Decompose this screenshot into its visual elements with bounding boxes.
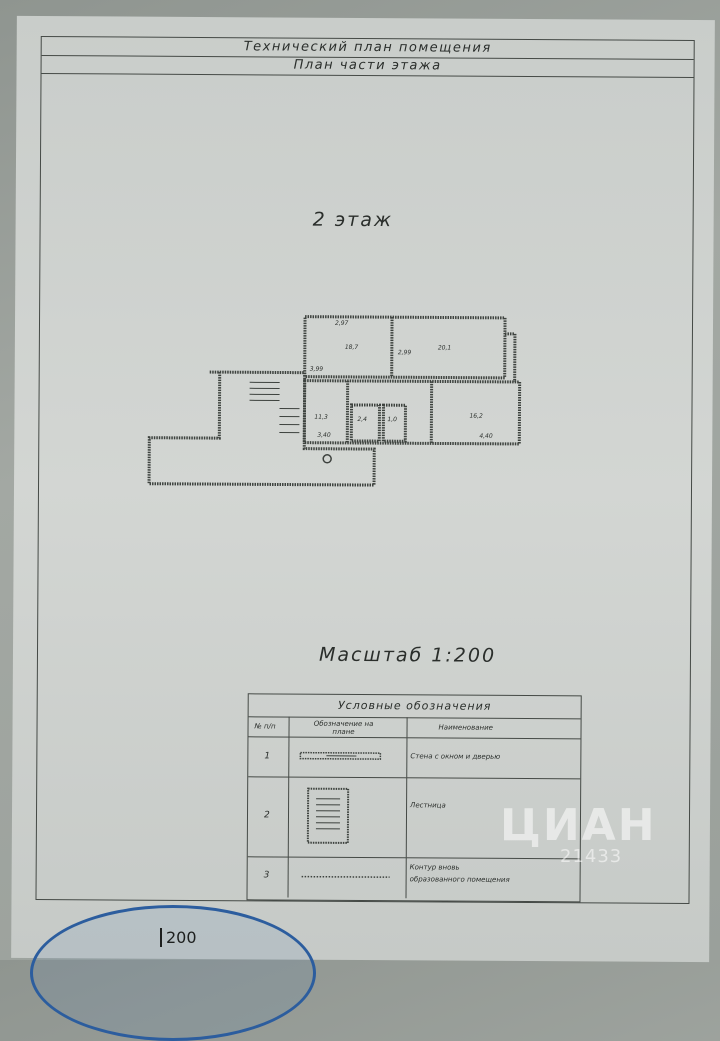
dimension: 3,99	[310, 366, 324, 373]
dimension: 3,40	[317, 432, 331, 439]
room-label: 2,4	[357, 416, 367, 423]
row-name: образованного помещения	[410, 875, 510, 884]
wall-symbol	[296, 747, 396, 768]
legend-title: Условные обозначения	[249, 694, 581, 718]
row-name: Контур вновь	[410, 863, 460, 871]
room-label: 1,0	[387, 416, 397, 423]
legend-row: 3 Контур вновь образованного помещения	[248, 856, 580, 899]
header-symbol: Обозначение на плане	[308, 720, 378, 736]
room-label: 11,3	[314, 414, 328, 421]
drawing-frame: Технический план помещения План части эт…	[35, 36, 694, 904]
header-name: Наименование	[439, 723, 493, 731]
row-num: 3	[264, 870, 270, 880]
dimension: 2,97	[335, 320, 349, 327]
legend-row: 1 Стена с окном и дверью	[248, 736, 580, 779]
room-label: 16,2	[469, 413, 483, 420]
contour-symbol	[300, 873, 400, 882]
watermark-logo: ЦИАН	[500, 800, 657, 851]
row-name: Стена с окном и дверью	[410, 752, 500, 761]
stair-hatch	[249, 382, 299, 432]
floor-label: 2 этаж	[313, 209, 394, 231]
stamp-number: 200	[160, 928, 197, 947]
watermark-number: 21433	[560, 846, 622, 867]
room-label: 20,1	[438, 344, 451, 351]
row-num: 1	[264, 751, 270, 761]
scale-label: Масштаб 1:200	[319, 644, 496, 667]
legend-table: Условные обозначения № п/п Обозначение н…	[246, 693, 581, 902]
header-num: № п/п	[255, 722, 276, 730]
room-label: 18,7	[345, 344, 359, 351]
legend-title-row: Условные обозначения	[249, 694, 581, 719]
official-stamp	[30, 905, 316, 1041]
row-num: 2	[264, 810, 270, 820]
row-name: Лестница	[410, 801, 446, 809]
document-subtitle: План части этажа	[42, 55, 694, 78]
stair-symbol	[304, 785, 364, 847]
floor-plan: 18,7 20,1 11,3 16,2 2,4 1,0 2,97 2,99 3,…	[139, 308, 530, 495]
dimension: 2,99	[398, 349, 412, 356]
dimension: 4,40	[479, 433, 493, 440]
